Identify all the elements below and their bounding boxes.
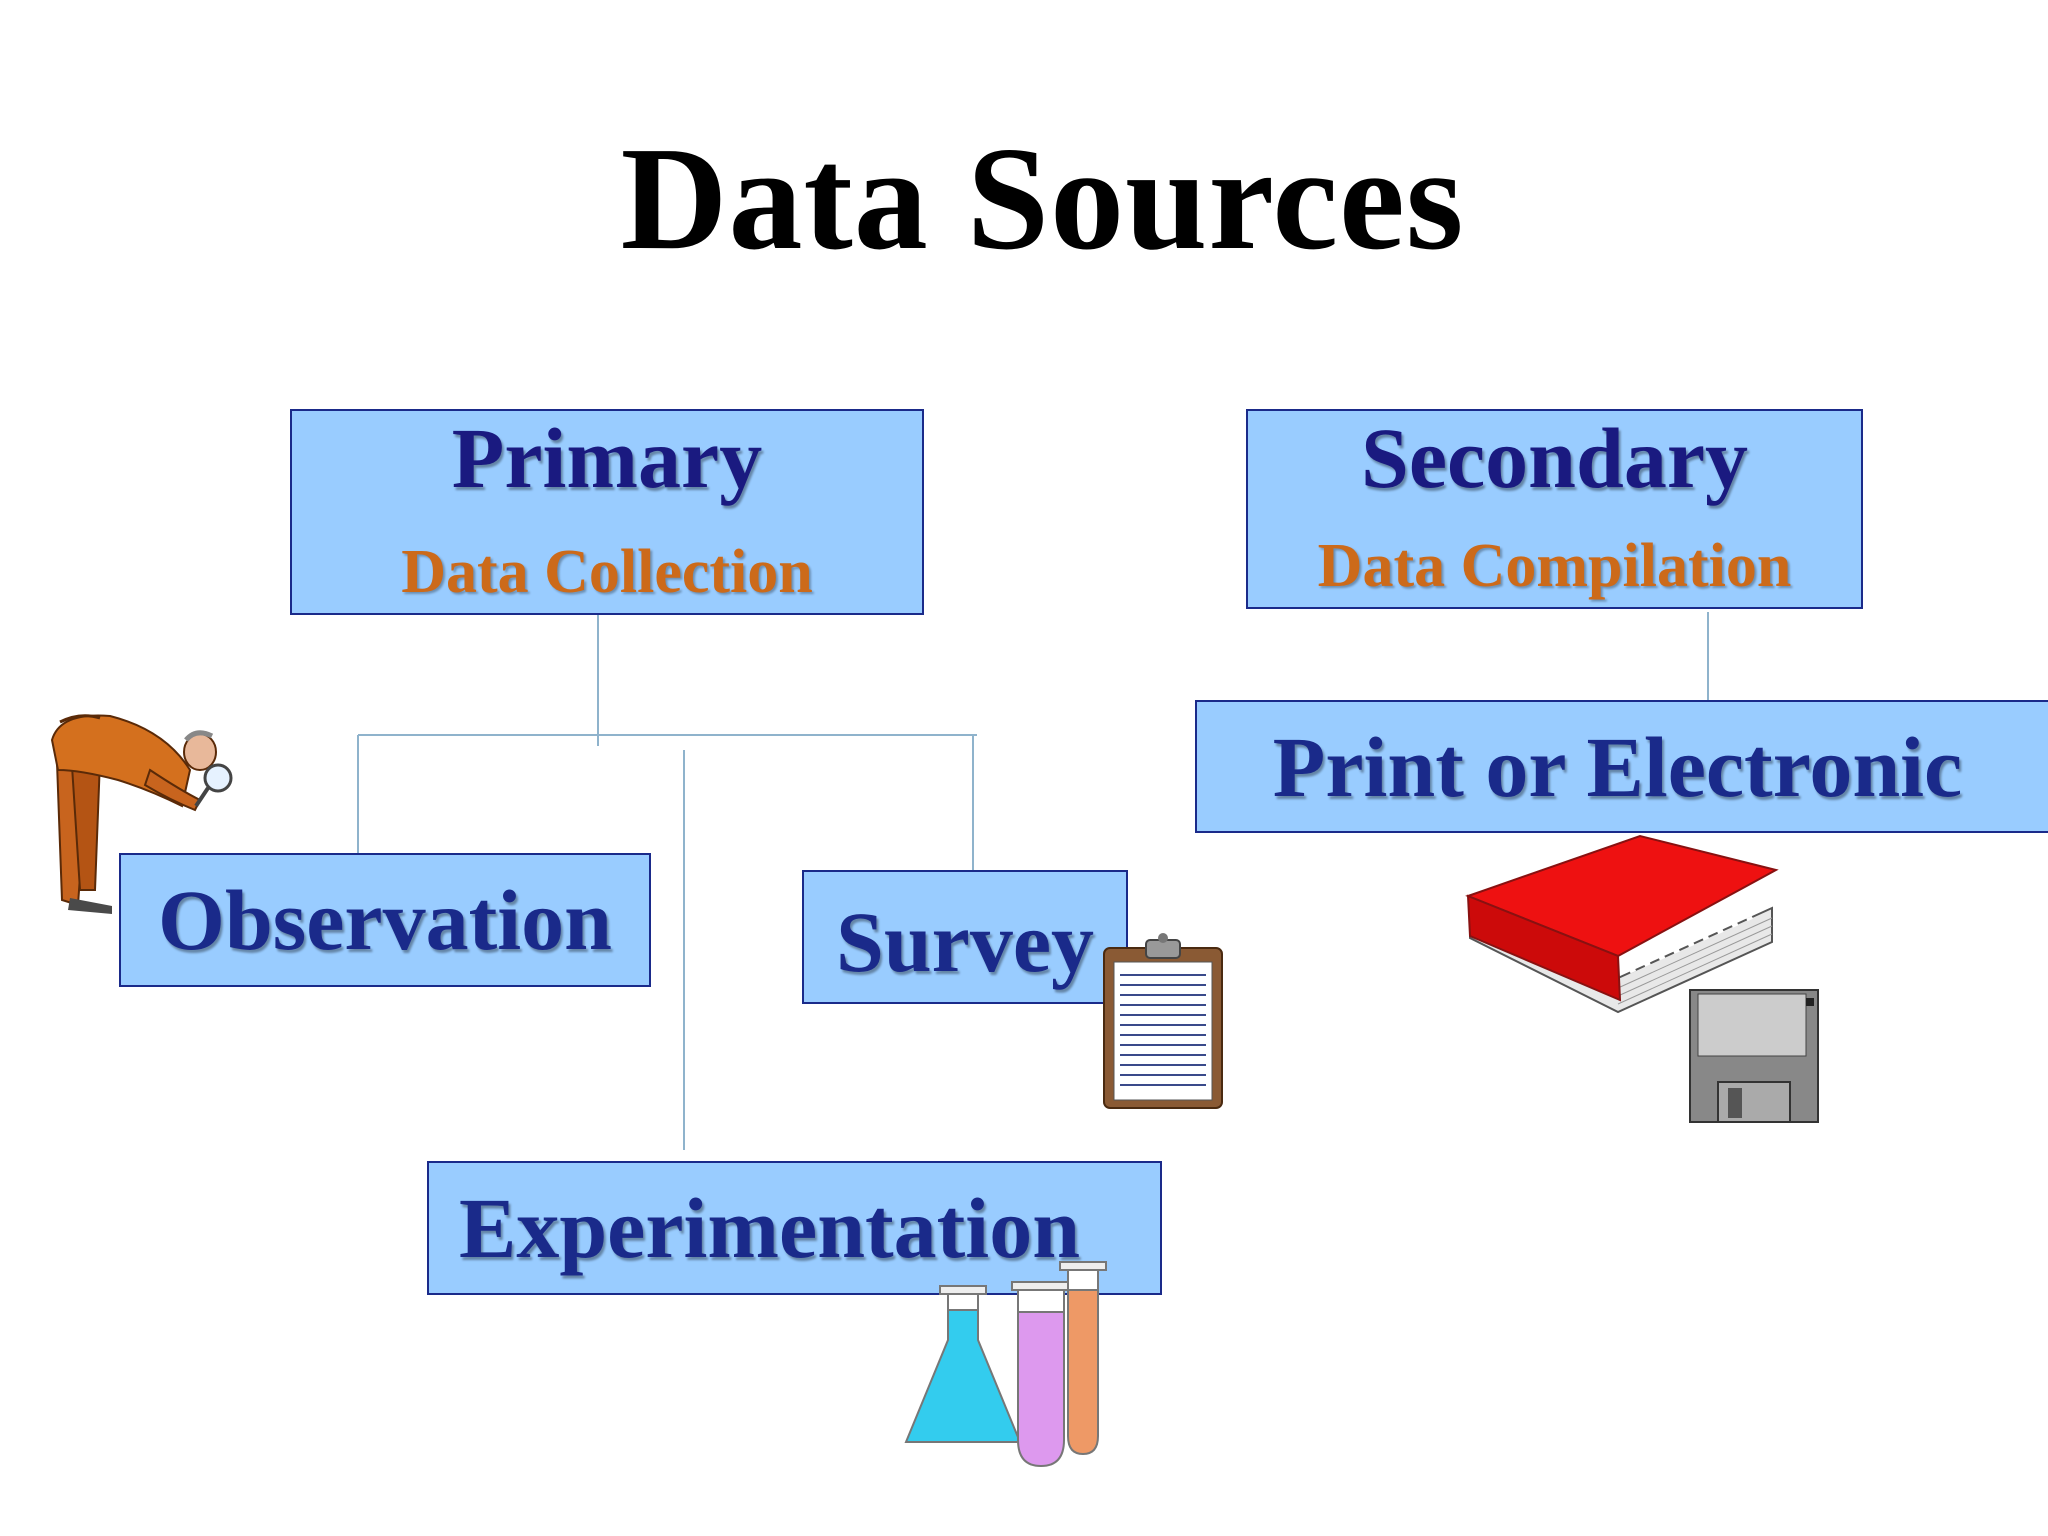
survey-label: Survey <box>836 894 1094 990</box>
secondary-title: Secondary <box>1361 410 1748 506</box>
primary-subtitle: Data Collection <box>401 538 813 606</box>
observation-label: Observation <box>158 872 612 968</box>
experimentation-label: Experimentation <box>458 1180 1081 1276</box>
secondary-subtitle: Data Compilation <box>1317 532 1792 600</box>
observation-box: Observation <box>119 853 651 987</box>
print-electronic-box: Print or Electronic <box>1195 700 2048 833</box>
page-title: Data Sources <box>620 117 1465 281</box>
secondary-box: Secondary Data Compilation <box>1246 409 1863 609</box>
survey-box: Survey <box>802 870 1128 1004</box>
primary-box: Primary Data Collection <box>290 409 924 615</box>
experimentation-box: Experimentation <box>427 1161 1162 1295</box>
primary-title: Primary <box>451 410 763 506</box>
print-electronic-label: Print or Electronic <box>1272 718 1963 815</box>
